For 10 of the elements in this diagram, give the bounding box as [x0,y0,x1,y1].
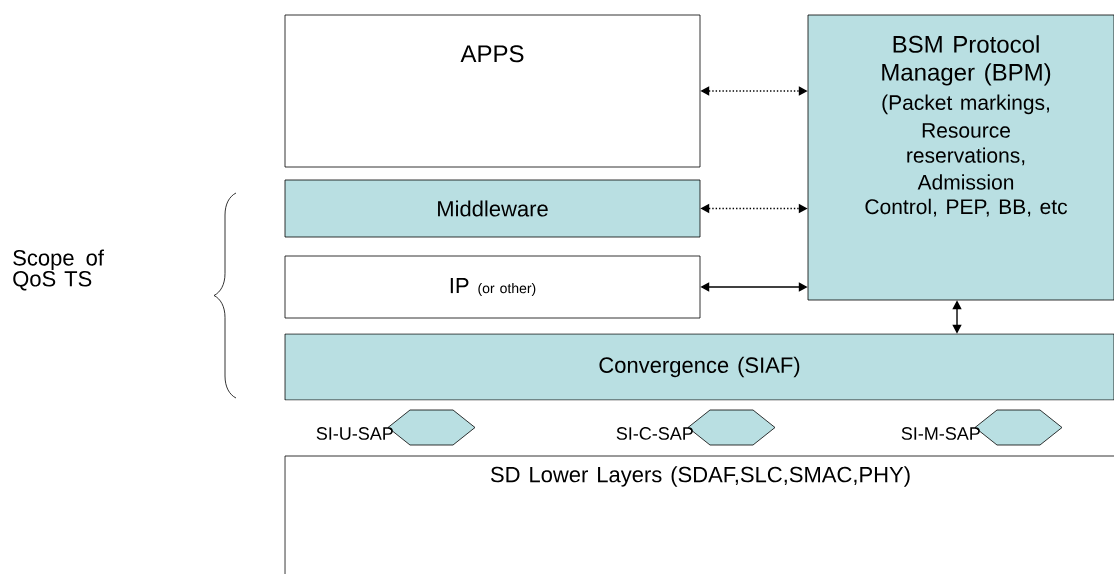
layer-box: IP (or other) [284,255,701,319]
layer-box: SD Lower Layers (SDAF,SLC,SMAC,PHY) [284,455,1114,574]
layer-box: Convergence (SIAF) [284,333,1114,401]
scope-label: Scope of QoS TS [13,249,104,291]
sap-label: SI-U-SAP [316,427,393,440]
manager-box: BSM Protocol Manager (BPM) (Packet markings, Resource reservations, Admission Control, PEP, BB, etc [807,14,1114,301]
sap-label: SI-C-SAP [616,427,693,440]
layer-box: APPS [284,14,701,168]
sap-label: SI-M-SAP [901,427,980,440]
layer-box: Middleware [284,179,701,238]
